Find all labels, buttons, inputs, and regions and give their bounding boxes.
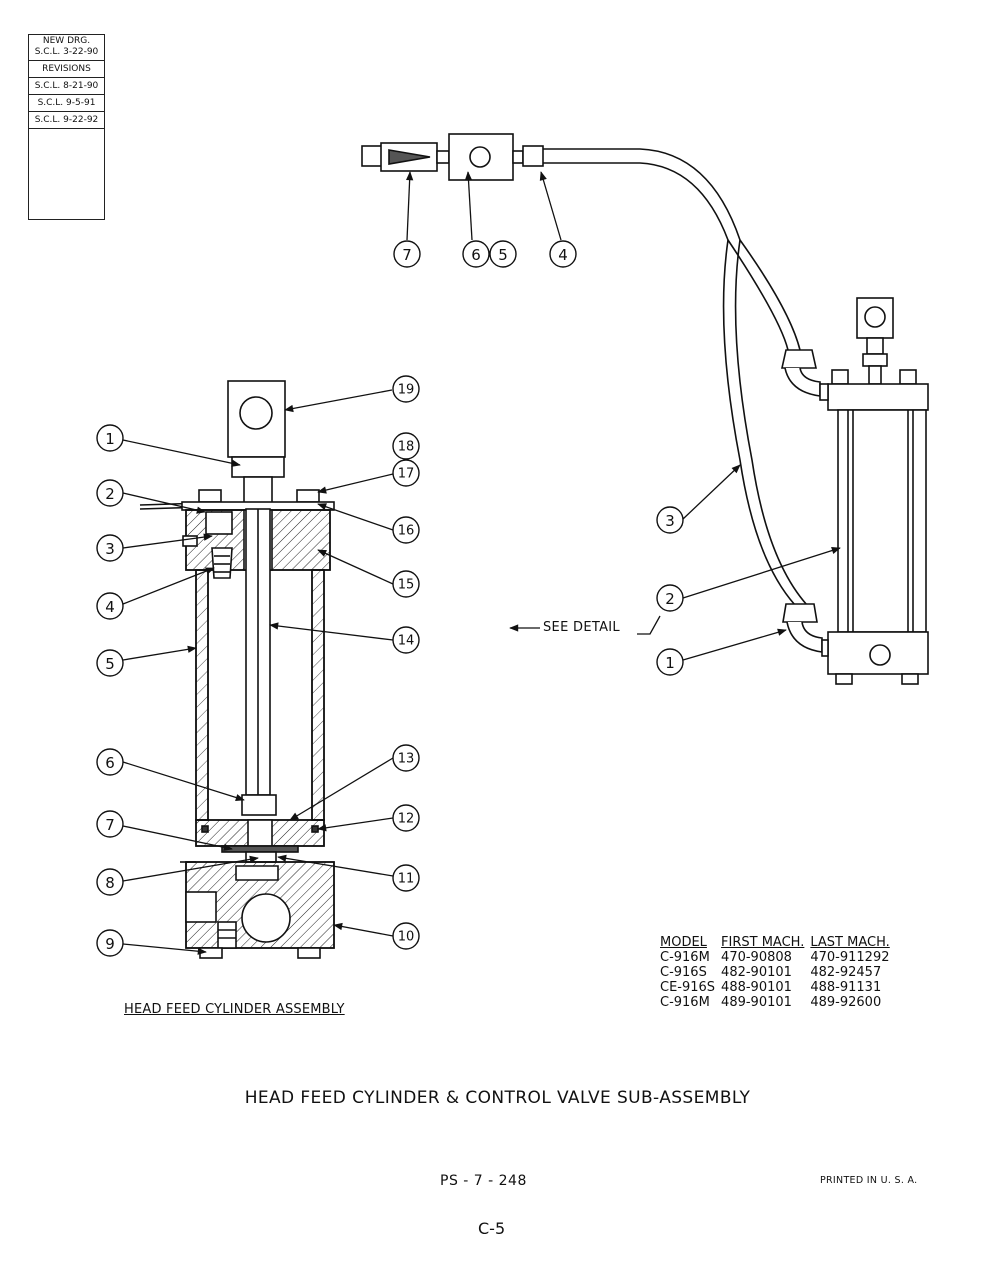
table-row: C-916S 482-90101 482-92457 <box>660 965 896 980</box>
new-drawing-date: S.C.L. 3-22-90 <box>34 47 99 57</box>
cylinder-assembly-view <box>781 297 929 685</box>
document-number: PS - 7 - 248 <box>440 1173 527 1189</box>
callout-right-14: 14 <box>398 634 415 649</box>
callout-circle <box>392 864 420 892</box>
table-cell: 489-90101 <box>721 995 792 1010</box>
callout-right-11: 11 <box>398 872 415 887</box>
callout-circle <box>656 648 684 676</box>
table-cell: C-916S <box>660 965 707 980</box>
callout-circle <box>96 649 124 677</box>
leader-lines <box>122 171 841 955</box>
callout-circle <box>392 432 420 460</box>
callout-circle <box>656 584 684 612</box>
model-serial-table: MODEL FIRST MACH. LAST MACH. C-916M 470-… <box>660 935 896 1010</box>
table-cell: CE-916S <box>660 980 716 995</box>
callout-assembly-3: 3 <box>665 512 675 530</box>
callout-assembly-1: 1 <box>665 654 675 672</box>
column-header-first-mach: FIRST MACH. <box>721 935 805 950</box>
column-header-model: MODEL <box>660 935 707 950</box>
control-valve <box>361 133 808 606</box>
callout-right-12: 12 <box>398 812 415 827</box>
revision-entry-3: S.C.L. 9-22-92 <box>29 112 104 129</box>
callout-circle <box>656 506 684 534</box>
see-detail-leader <box>637 615 661 635</box>
callout-left-7: 7 <box>105 816 115 834</box>
cylinder-section-view <box>139 380 335 959</box>
callout-circle <box>489 240 517 268</box>
callout-circle <box>96 929 124 957</box>
callout-assembly-2: 2 <box>665 590 675 608</box>
callout-circle <box>549 240 577 268</box>
table-cell: 482-92457 <box>810 965 882 980</box>
revision-box: NEW DRG. S.C.L. 3-22-90 REVISIONS S.C.L.… <box>28 34 105 220</box>
callout-circle <box>392 922 420 950</box>
callout-valve-5: 5 <box>498 246 508 264</box>
callout-circle <box>96 479 124 507</box>
callout-circle <box>392 570 420 598</box>
revision-entry-2: S.C.L. 9-5-91 <box>29 95 104 112</box>
callout-circle <box>392 516 420 544</box>
callout-left-9: 9 <box>105 935 115 953</box>
callout-left-8: 8 <box>105 874 115 892</box>
new-drawing-header: NEW DRG. S.C.L. 3-22-90 <box>29 35 104 61</box>
see-detail-label: SEE DETAIL <box>543 620 620 635</box>
callout-valve-6: 6 <box>471 246 481 264</box>
callout-left-3: 3 <box>105 540 115 558</box>
new-drawing-label: NEW DRG. <box>42 36 91 46</box>
callout-circle <box>392 459 420 487</box>
callout-left-1: 1 <box>105 430 115 448</box>
table-cell: 482-90101 <box>721 965 792 980</box>
callout-circle <box>392 375 420 403</box>
table-cell: C-916M <box>660 995 710 1010</box>
callout-right-18: 18 <box>398 440 415 455</box>
table-cell: 489-92600 <box>810 995 882 1010</box>
callout-circle <box>393 240 421 268</box>
revisions-label: REVISIONS <box>29 61 104 78</box>
callout-right-15: 15 <box>398 578 415 593</box>
callout-circle <box>392 626 420 654</box>
callout-circle <box>96 748 124 776</box>
revision-entry-1: S.C.L. 8-21-90 <box>29 78 104 95</box>
table-row: C-916M 489-90101 489-92600 <box>660 995 896 1010</box>
callout-circle <box>392 804 420 832</box>
table-row: CE-916S 488-90101 488-91131 <box>660 980 896 995</box>
callout-right-13: 13 <box>398 752 415 767</box>
sub-assembly-title: HEAD FEED CYLINDER ASSEMBLY <box>124 1002 345 1017</box>
callout-left-6: 6 <box>105 754 115 772</box>
callout-left-4: 4 <box>105 598 115 616</box>
callout-valve-7: 7 <box>402 246 412 264</box>
callout-right-17: 17 <box>398 467 415 482</box>
table-cell: 470-90808 <box>721 950 792 965</box>
callout-circle <box>96 810 124 838</box>
callout-right-10: 10 <box>398 930 415 945</box>
callout-left-2: 2 <box>105 485 115 503</box>
callout-circle <box>392 744 420 772</box>
callout-left-5: 5 <box>105 655 115 673</box>
callout-circle <box>96 534 124 562</box>
printed-in-label: PRINTED IN U. S. A. <box>820 1175 918 1186</box>
callout-circle <box>462 240 490 268</box>
table-header-row: MODEL FIRST MACH. LAST MACH. <box>660 935 896 950</box>
page-title: HEAD FEED CYLINDER & CONTROL VALVE SUB-A… <box>244 1088 751 1108</box>
table-cell: 470-911292 <box>810 950 890 965</box>
callout-right-19: 19 <box>398 383 415 398</box>
page-number: C-5 <box>478 1219 506 1238</box>
callout-circle <box>96 592 124 620</box>
callout-right-16: 16 <box>398 524 415 539</box>
table-cell: 488-91131 <box>810 980 882 995</box>
table-row: C-916M 470-90808 470-911292 <box>660 950 896 965</box>
callout-circle <box>96 868 124 896</box>
callout-circle <box>96 424 124 452</box>
table-cell: C-916M <box>660 950 710 965</box>
callout-valve-4: 4 <box>558 246 568 264</box>
column-header-last-mach: LAST MACH. <box>810 935 890 950</box>
table-cell: 488-90101 <box>721 980 792 995</box>
